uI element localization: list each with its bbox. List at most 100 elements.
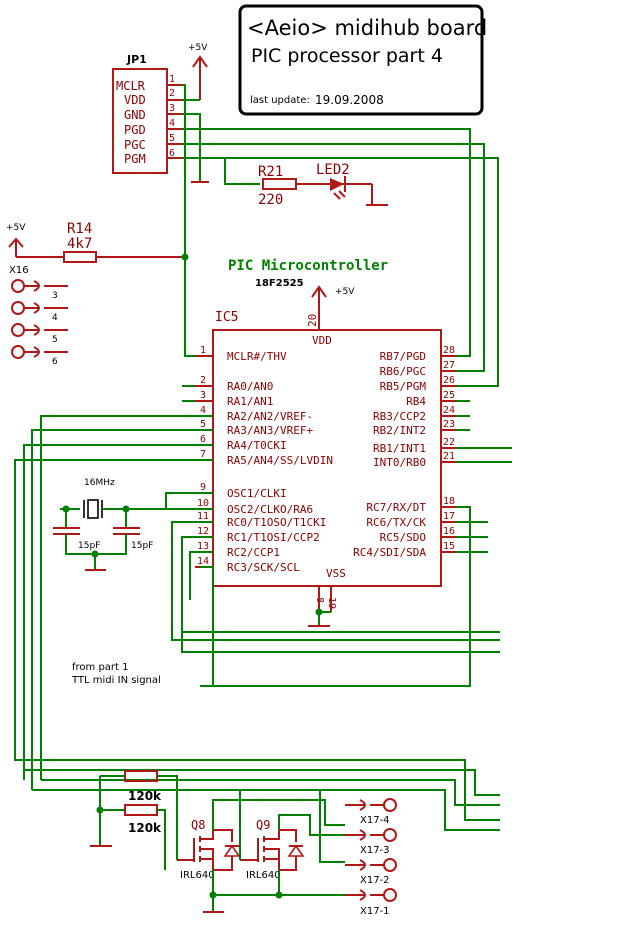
ic5-left-pin-number: 11 xyxy=(197,511,209,522)
x16-jack-lead xyxy=(24,302,68,314)
x16-jack-icon xyxy=(11,301,25,315)
last-update-date: 19.09.2008 xyxy=(315,93,384,107)
ic5-right-pin-label: RB2/INT2 xyxy=(373,424,426,437)
x17-jack-icon xyxy=(383,798,397,812)
led2-name: LED2 xyxy=(316,162,350,178)
ic5-left-pin-number: 3 xyxy=(200,390,206,401)
x16-pin-4: 4 xyxy=(52,313,58,323)
r14-name: R14 xyxy=(67,221,92,237)
led2-diode: LED2 xyxy=(316,162,388,206)
ground-rail xyxy=(203,891,345,913)
jp1-pin-pgd: PGD xyxy=(124,123,146,137)
ic5-right-pin-number: 23 xyxy=(443,419,455,430)
ic5-left-pin-label: RC3/SCK/SCL xyxy=(227,561,300,574)
title-line-2: PIC processor part 4 xyxy=(251,45,443,67)
bus-wiring xyxy=(14,415,512,831)
ic5-vss-label: VSS xyxy=(326,567,346,580)
ic5-right-pin-number: 18 xyxy=(443,496,455,507)
ic5-right-pin-number: 28 xyxy=(443,345,455,356)
jp1-wiring xyxy=(182,84,499,387)
jp1-pin-gnd: GND xyxy=(124,108,146,122)
ic5-right-pin-number: 22 xyxy=(443,437,455,448)
ic5-vdd-pin: 20 xyxy=(306,314,319,327)
r21-value: 220 xyxy=(258,192,283,208)
resistor-120k-top: 120k xyxy=(128,789,162,803)
ic5-right-pin-number: 17 xyxy=(443,511,455,522)
ic5-left-pin-number: 2 xyxy=(200,375,206,386)
x17-label-1: X17-1 xyxy=(360,906,390,917)
supply-symbol-jp1: +5V xyxy=(188,43,208,100)
ic5-left-pin-number: 10 xyxy=(197,498,209,509)
x17-label-2: X17-2 xyxy=(360,875,390,886)
ic5-right-pin-label: RC4/SDI/SDA xyxy=(353,546,426,559)
q8-part: IRL640 xyxy=(180,870,215,881)
x16-pin-5: 5 xyxy=(52,335,58,345)
jp1-pin-pgc: PGC xyxy=(124,138,146,152)
x16-jack-icon xyxy=(11,279,25,293)
q9-part: IRL640 xyxy=(246,870,281,881)
supply-label-jp1: +5V xyxy=(188,43,208,53)
x16-pin-3: 3 xyxy=(52,291,58,301)
ic5-left-pin-number: 4 xyxy=(200,405,206,416)
ic5-name: IC5 xyxy=(215,310,238,325)
ic5-left-pin-number: 7 xyxy=(200,449,206,460)
ic5-left-pin-label: RA4/T0CKI xyxy=(227,439,287,452)
jp1-num-3: 3 xyxy=(169,103,175,114)
q8-transistor: Q8 IRL640 xyxy=(177,799,345,895)
ic5-right-pin-label: RB3/CCP2 xyxy=(373,410,426,423)
ic5-left-pin-number: 6 xyxy=(200,434,206,445)
r21-resistor: R21 220 xyxy=(258,164,326,208)
resistor-120k-bottom: 120k xyxy=(128,821,162,835)
r21-name: R21 xyxy=(258,164,283,180)
jp1-pin-pgm: PGM xyxy=(124,152,146,166)
x17-jack-icon xyxy=(383,888,397,902)
r14-value: 4k7 xyxy=(67,236,92,252)
ic5-right-pin-label: RB6/PGC xyxy=(380,365,426,378)
x16-name: X16 xyxy=(9,265,29,276)
title-line-1: <Aeio> midihub board xyxy=(247,16,487,40)
ic5-left-pin-label: MCLR#/THV xyxy=(227,350,287,363)
ic5-left-pin-number: 12 xyxy=(197,526,209,537)
ic5-left-pin-number: 1 xyxy=(200,345,206,356)
cap-value-right: 15pF xyxy=(131,541,153,551)
jp1-num-4: 4 xyxy=(169,118,175,129)
ic5-left-pin-label: RC2/CCP1 xyxy=(227,546,280,559)
ic5-left-pin-label: RA3/AN3/VREF+ xyxy=(227,424,313,437)
ic5-right-pin-number: 24 xyxy=(443,405,455,416)
ic5-right-pin-number: 25 xyxy=(443,390,455,401)
x17-jack-icon xyxy=(383,858,397,872)
x16-jack-icon xyxy=(11,345,25,359)
supply-label-r14: +5V xyxy=(6,223,26,233)
supply-symbol-r14: +5V xyxy=(6,223,26,257)
ic5-left-pin-label: RA5/AN4/SS/LVDIN xyxy=(227,454,333,467)
jp1-body xyxy=(112,68,168,174)
ic5-right-pin-number: 21 xyxy=(443,451,455,462)
x16-connector: X16 3 4 5 6 xyxy=(9,265,68,367)
jp1-num-1: 1 xyxy=(169,74,175,85)
x16-pin-6: 6 xyxy=(52,357,58,367)
x17-jack-clip xyxy=(359,799,366,811)
ic5-right-pin-label: RC6/TX/CK xyxy=(366,516,426,529)
q9-name: Q9 xyxy=(256,818,270,832)
ic5-right-pin-number: 15 xyxy=(443,541,455,552)
jp1-connector: JP1 MCLR VDD GND PGD PGC PGM 1 2 3 4 5 6 xyxy=(112,53,182,174)
ic5-left-pin-number: 9 xyxy=(200,482,206,493)
ic5-left-pin-number: 14 xyxy=(197,556,209,567)
crystal-frequency: 16MHz xyxy=(84,478,115,488)
x17-jack-clip xyxy=(359,859,366,871)
note-line-1: from part 1 xyxy=(72,662,129,673)
ic5-right-pin-label: RC7/RX/DT xyxy=(366,501,426,514)
jp1-num-2: 2 xyxy=(169,88,175,99)
ic5-vdd-label: VDD xyxy=(312,334,332,347)
ic5-left-pin-label: RA2/AN2/VREF- xyxy=(227,410,313,423)
ic5-left-pin-number: 13 xyxy=(197,541,209,552)
ic5-left-pin-label: RC0/T1OSO/T1CKI xyxy=(227,516,326,529)
r14-resistor: R14 4k7 xyxy=(16,221,189,263)
ic5-left-pin-label: RC1/T1OSI/CCP2 xyxy=(227,531,320,544)
ic5-right-pin-label: RB4 xyxy=(406,395,426,408)
ic5-right-pin-label: RB1/INT1 xyxy=(373,442,426,455)
ic5-right-pin-number: 26 xyxy=(443,375,455,386)
ic5-left-pin-label: OSC2/CLKO/RA6 xyxy=(227,503,313,516)
